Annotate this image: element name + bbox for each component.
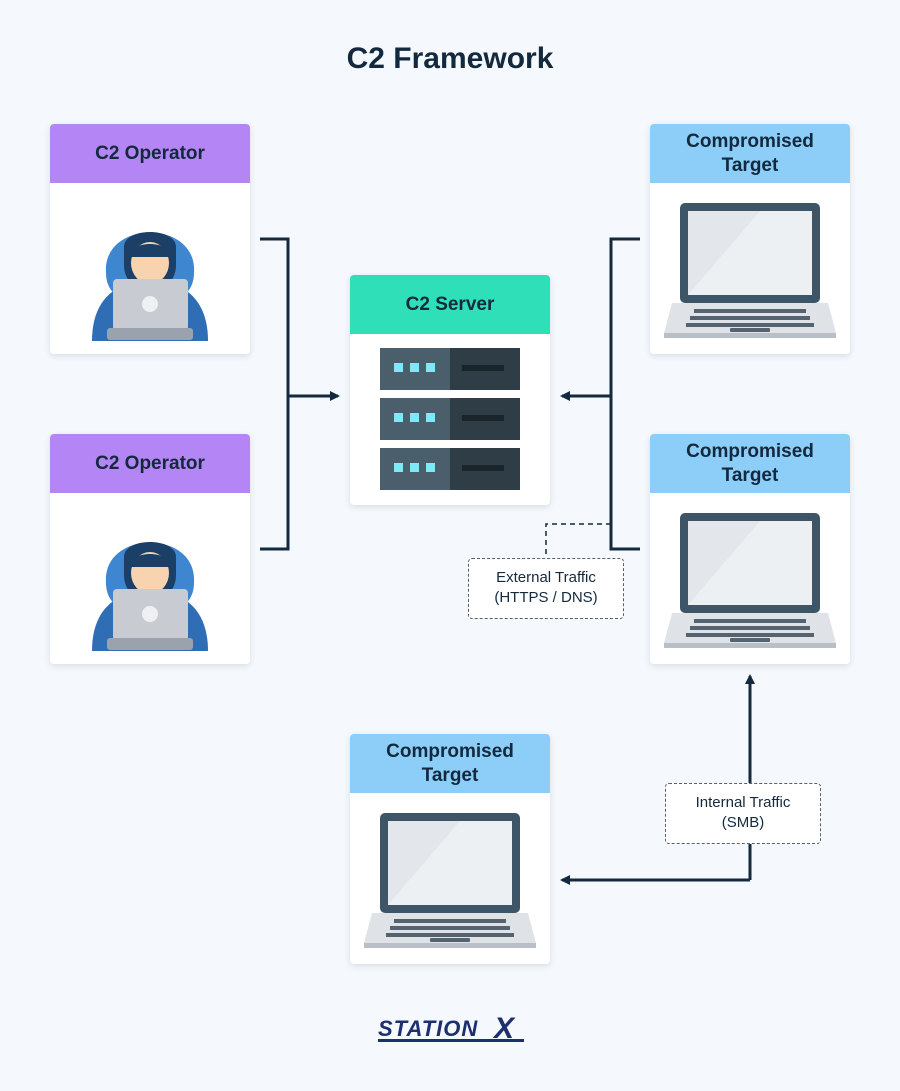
server-header: C2 Server xyxy=(350,275,550,334)
external-traffic-line-1: External Traffic xyxy=(496,569,596,586)
operator-card-1: C2 Operator xyxy=(50,124,250,354)
server-card: C2 Server xyxy=(350,275,550,505)
hacker-icon xyxy=(92,542,208,651)
target-header-1: Compromised Target xyxy=(650,124,850,183)
target-header-3: Compromised Target xyxy=(350,734,550,793)
hacker-icon xyxy=(92,232,208,341)
external-traffic-label: External Traffic (HTTPS / DNS) xyxy=(468,558,624,619)
operator-header-2: C2 Operator xyxy=(50,434,250,493)
internal-traffic-line-2: (SMB) xyxy=(721,814,765,831)
target-card-2: Compromised Target xyxy=(650,434,850,664)
target-card-1: Compromised Target xyxy=(650,124,850,354)
laptop-icon xyxy=(364,813,536,948)
svg-text:X: X xyxy=(492,1012,516,1044)
svg-text:STATION: STATION xyxy=(378,1016,478,1041)
laptop-icon xyxy=(664,513,836,648)
target-card-3: Compromised Target xyxy=(350,734,550,964)
operator-card-2: C2 Operator xyxy=(50,434,250,664)
external-traffic-leader xyxy=(545,523,611,558)
operator-bracket xyxy=(260,237,290,551)
laptop-icon xyxy=(664,203,836,338)
diagram-title: C2 Framework xyxy=(346,42,554,75)
internal-traffic-label: Internal Traffic (SMB) xyxy=(665,783,821,844)
target-header-2: Compromised Target xyxy=(650,434,850,493)
operator-header-1: C2 Operator xyxy=(50,124,250,183)
stationx-logo: STATION X xyxy=(378,1012,524,1044)
target-bracket xyxy=(609,237,640,551)
server-rack-icon xyxy=(380,348,520,490)
external-traffic-line-2: (HTTPS / DNS) xyxy=(494,589,598,606)
internal-traffic-line-1: Internal Traffic xyxy=(695,794,791,811)
